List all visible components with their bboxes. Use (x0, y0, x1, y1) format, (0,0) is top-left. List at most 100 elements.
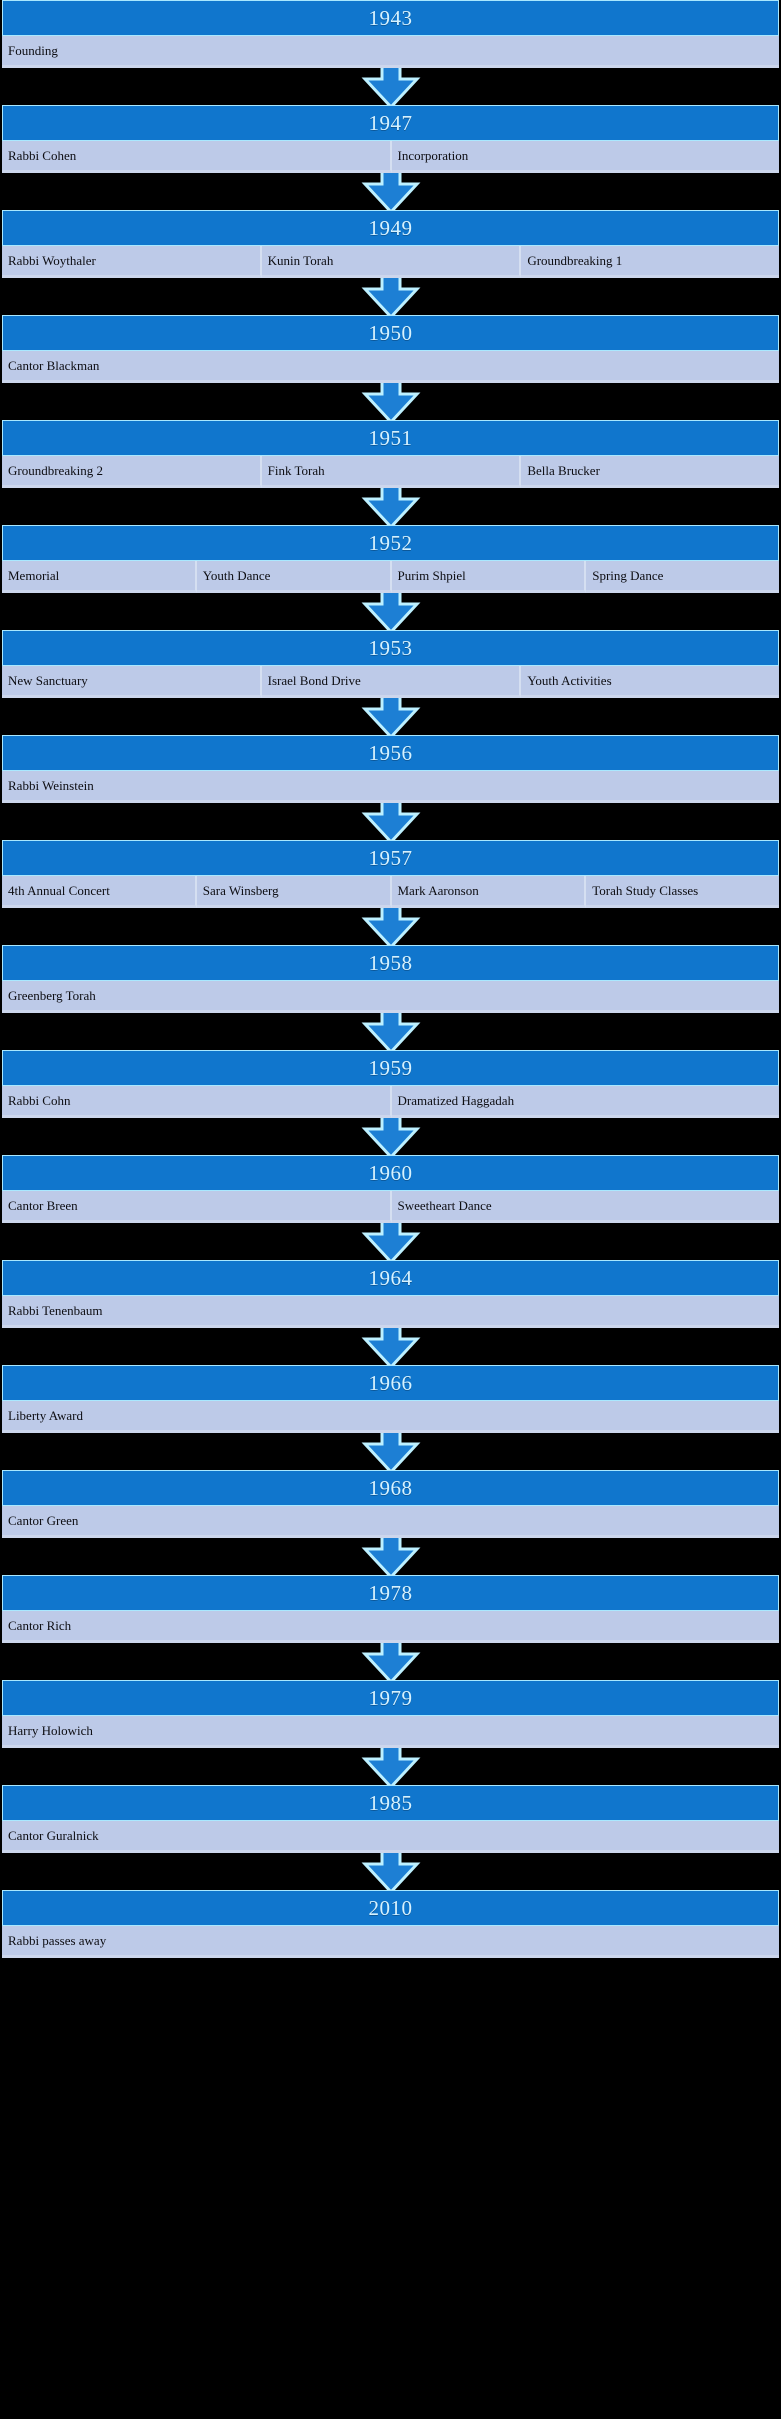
event-cell[interactable]: Cantor Green (2, 1506, 779, 1538)
event-cell[interactable]: Founding (2, 36, 779, 68)
year-bar[interactable]: 1958 (2, 945, 779, 981)
year-bar[interactable]: 1943 (2, 0, 779, 36)
year-label: 1947 (368, 110, 413, 135)
year-label: 1959 (368, 1055, 413, 1080)
year-bar[interactable]: 1957 (2, 840, 779, 876)
event-cell[interactable]: Groundbreaking 1 (521, 246, 780, 278)
event-cell[interactable]: Groundbreaking 2 (2, 456, 262, 488)
year-bar[interactable]: 1979 (2, 1680, 779, 1716)
event-cell[interactable]: Youth Dance (196, 561, 392, 593)
year-bar[interactable]: 1959 (2, 1050, 779, 1086)
year-bar[interactable]: 1968 (2, 1470, 779, 1506)
event-cell[interactable]: Cantor Breen (2, 1191, 392, 1223)
event-cell[interactable]: Sweetheart Dance (391, 1191, 779, 1223)
year-bar[interactable]: 1985 (2, 1785, 779, 1821)
event-cell[interactable]: Mark Aaronson (391, 876, 587, 908)
event-cell[interactable]: Sara Winsberg (196, 876, 392, 908)
event-label: Bella Brucker (527, 463, 600, 478)
year-bar[interactable]: 1951 (2, 420, 779, 456)
event-row: Rabbi Weinstein (2, 771, 779, 803)
connector-gap (0, 383, 781, 420)
event-cell[interactable]: Cantor Rich (2, 1611, 779, 1643)
event-label: Kunin Torah (267, 253, 334, 268)
event-label: Founding (8, 43, 58, 58)
year-bar[interactable]: 1947 (2, 105, 779, 141)
event-cell[interactable]: Spring Dance (586, 561, 779, 593)
year-bar[interactable]: 1956 (2, 735, 779, 771)
event-row: Groundbreaking 2 Fink Torah Bella Brucker (2, 456, 780, 488)
year-label: 1952 (368, 530, 413, 555)
connector-gap (0, 1538, 781, 1575)
event-label: Dramatized Haggadah (397, 1093, 515, 1108)
event-label: Sara Winsberg (202, 883, 279, 898)
year-bar[interactable]: 1949 (2, 210, 779, 246)
event-cell[interactable]: Greenberg Torah (2, 981, 779, 1013)
down-arrow-icon (361, 908, 420, 945)
event-cell[interactable]: Torah Study Classes (586, 876, 779, 908)
down-arrow-icon (361, 1223, 420, 1260)
event-cell[interactable]: 4th Annual Concert (2, 876, 197, 908)
event-cell[interactable]: Fink Torah (261, 456, 522, 488)
event-label: Rabbi Cohen (8, 148, 77, 163)
event-cell[interactable]: Rabbi Tenenbaum (2, 1296, 779, 1328)
event-label: Groundbreaking 1 (527, 253, 623, 268)
event-label: Fink Torah (267, 463, 325, 478)
event-cell[interactable]: Purim Shpiel (391, 561, 587, 593)
connector-gap (0, 488, 781, 525)
event-cell[interactable]: Incorporation (391, 141, 779, 173)
down-arrow-icon (361, 1748, 420, 1785)
event-cell[interactable]: Memorial (2, 561, 197, 593)
timeline-end-spacer (0, 1958, 781, 1964)
year-bar[interactable]: 1964 (2, 1260, 779, 1296)
event-label: Cantor Blackman (8, 358, 100, 373)
year-bar[interactable]: 1953 (2, 630, 779, 666)
event-row: Founding (2, 36, 779, 68)
down-arrow-icon (361, 1118, 420, 1155)
event-cell[interactable]: Rabbi passes away (2, 1926, 779, 1958)
event-cell[interactable]: Rabbi Cohen (2, 141, 392, 173)
year-bar[interactable]: 1966 (2, 1365, 779, 1401)
down-arrow-icon (361, 173, 420, 210)
event-label: Rabbi Woythaler (8, 253, 96, 268)
event-cell[interactable]: New Sanctuary (2, 666, 262, 698)
event-cell[interactable]: Bella Brucker (521, 456, 780, 488)
event-row: Rabbi Tenenbaum (2, 1296, 779, 1328)
event-cell[interactable]: Kunin Torah (261, 246, 522, 278)
event-label: Rabbi Weinstein (8, 778, 94, 793)
event-cell[interactable]: Rabbi Cohn (2, 1086, 392, 1118)
event-cell[interactable]: Rabbi Weinstein (2, 771, 779, 803)
event-cell[interactable]: Rabbi Woythaler (2, 246, 262, 278)
year-bar[interactable]: 1978 (2, 1575, 779, 1611)
year-bar[interactable]: 1960 (2, 1155, 779, 1191)
year-bar[interactable]: 1950 (2, 315, 779, 351)
event-row: Rabbi Woythaler Kunin Torah Groundbreaking… (2, 246, 780, 278)
event-cell[interactable]: Israel Bond Drive (261, 666, 522, 698)
event-cell[interactable]: Youth Activities (521, 666, 780, 698)
year-label: 1958 (368, 950, 413, 975)
year-label: 2010 (368, 1895, 413, 1920)
event-row: Rabbi Cohen Incorporation (2, 141, 779, 173)
year-bar[interactable]: 1952 (2, 525, 779, 561)
event-cell[interactable]: Liberty Award (2, 1401, 779, 1433)
event-row: Cantor Blackman (2, 351, 779, 383)
event-cell[interactable]: Harry Holowich (2, 1716, 779, 1748)
year-bar[interactable]: 2010 (2, 1890, 779, 1926)
event-label: Cantor Guralnick (8, 1828, 99, 1843)
down-arrow-icon (361, 1013, 420, 1050)
event-label: Rabbi passes away (8, 1933, 107, 1948)
event-cell[interactable]: Cantor Blackman (2, 351, 779, 383)
event-row: 4th Annual Concert Sara Winsberg Mark Aaro… (2, 876, 779, 908)
year-label: 1978 (368, 1580, 413, 1605)
connector-gap (0, 1013, 781, 1050)
connector-gap (0, 278, 781, 315)
event-cell[interactable]: Cantor Guralnick (2, 1821, 779, 1853)
event-cell[interactable]: Dramatized Haggadah (391, 1086, 779, 1118)
event-label: Youth Activities (527, 673, 612, 688)
